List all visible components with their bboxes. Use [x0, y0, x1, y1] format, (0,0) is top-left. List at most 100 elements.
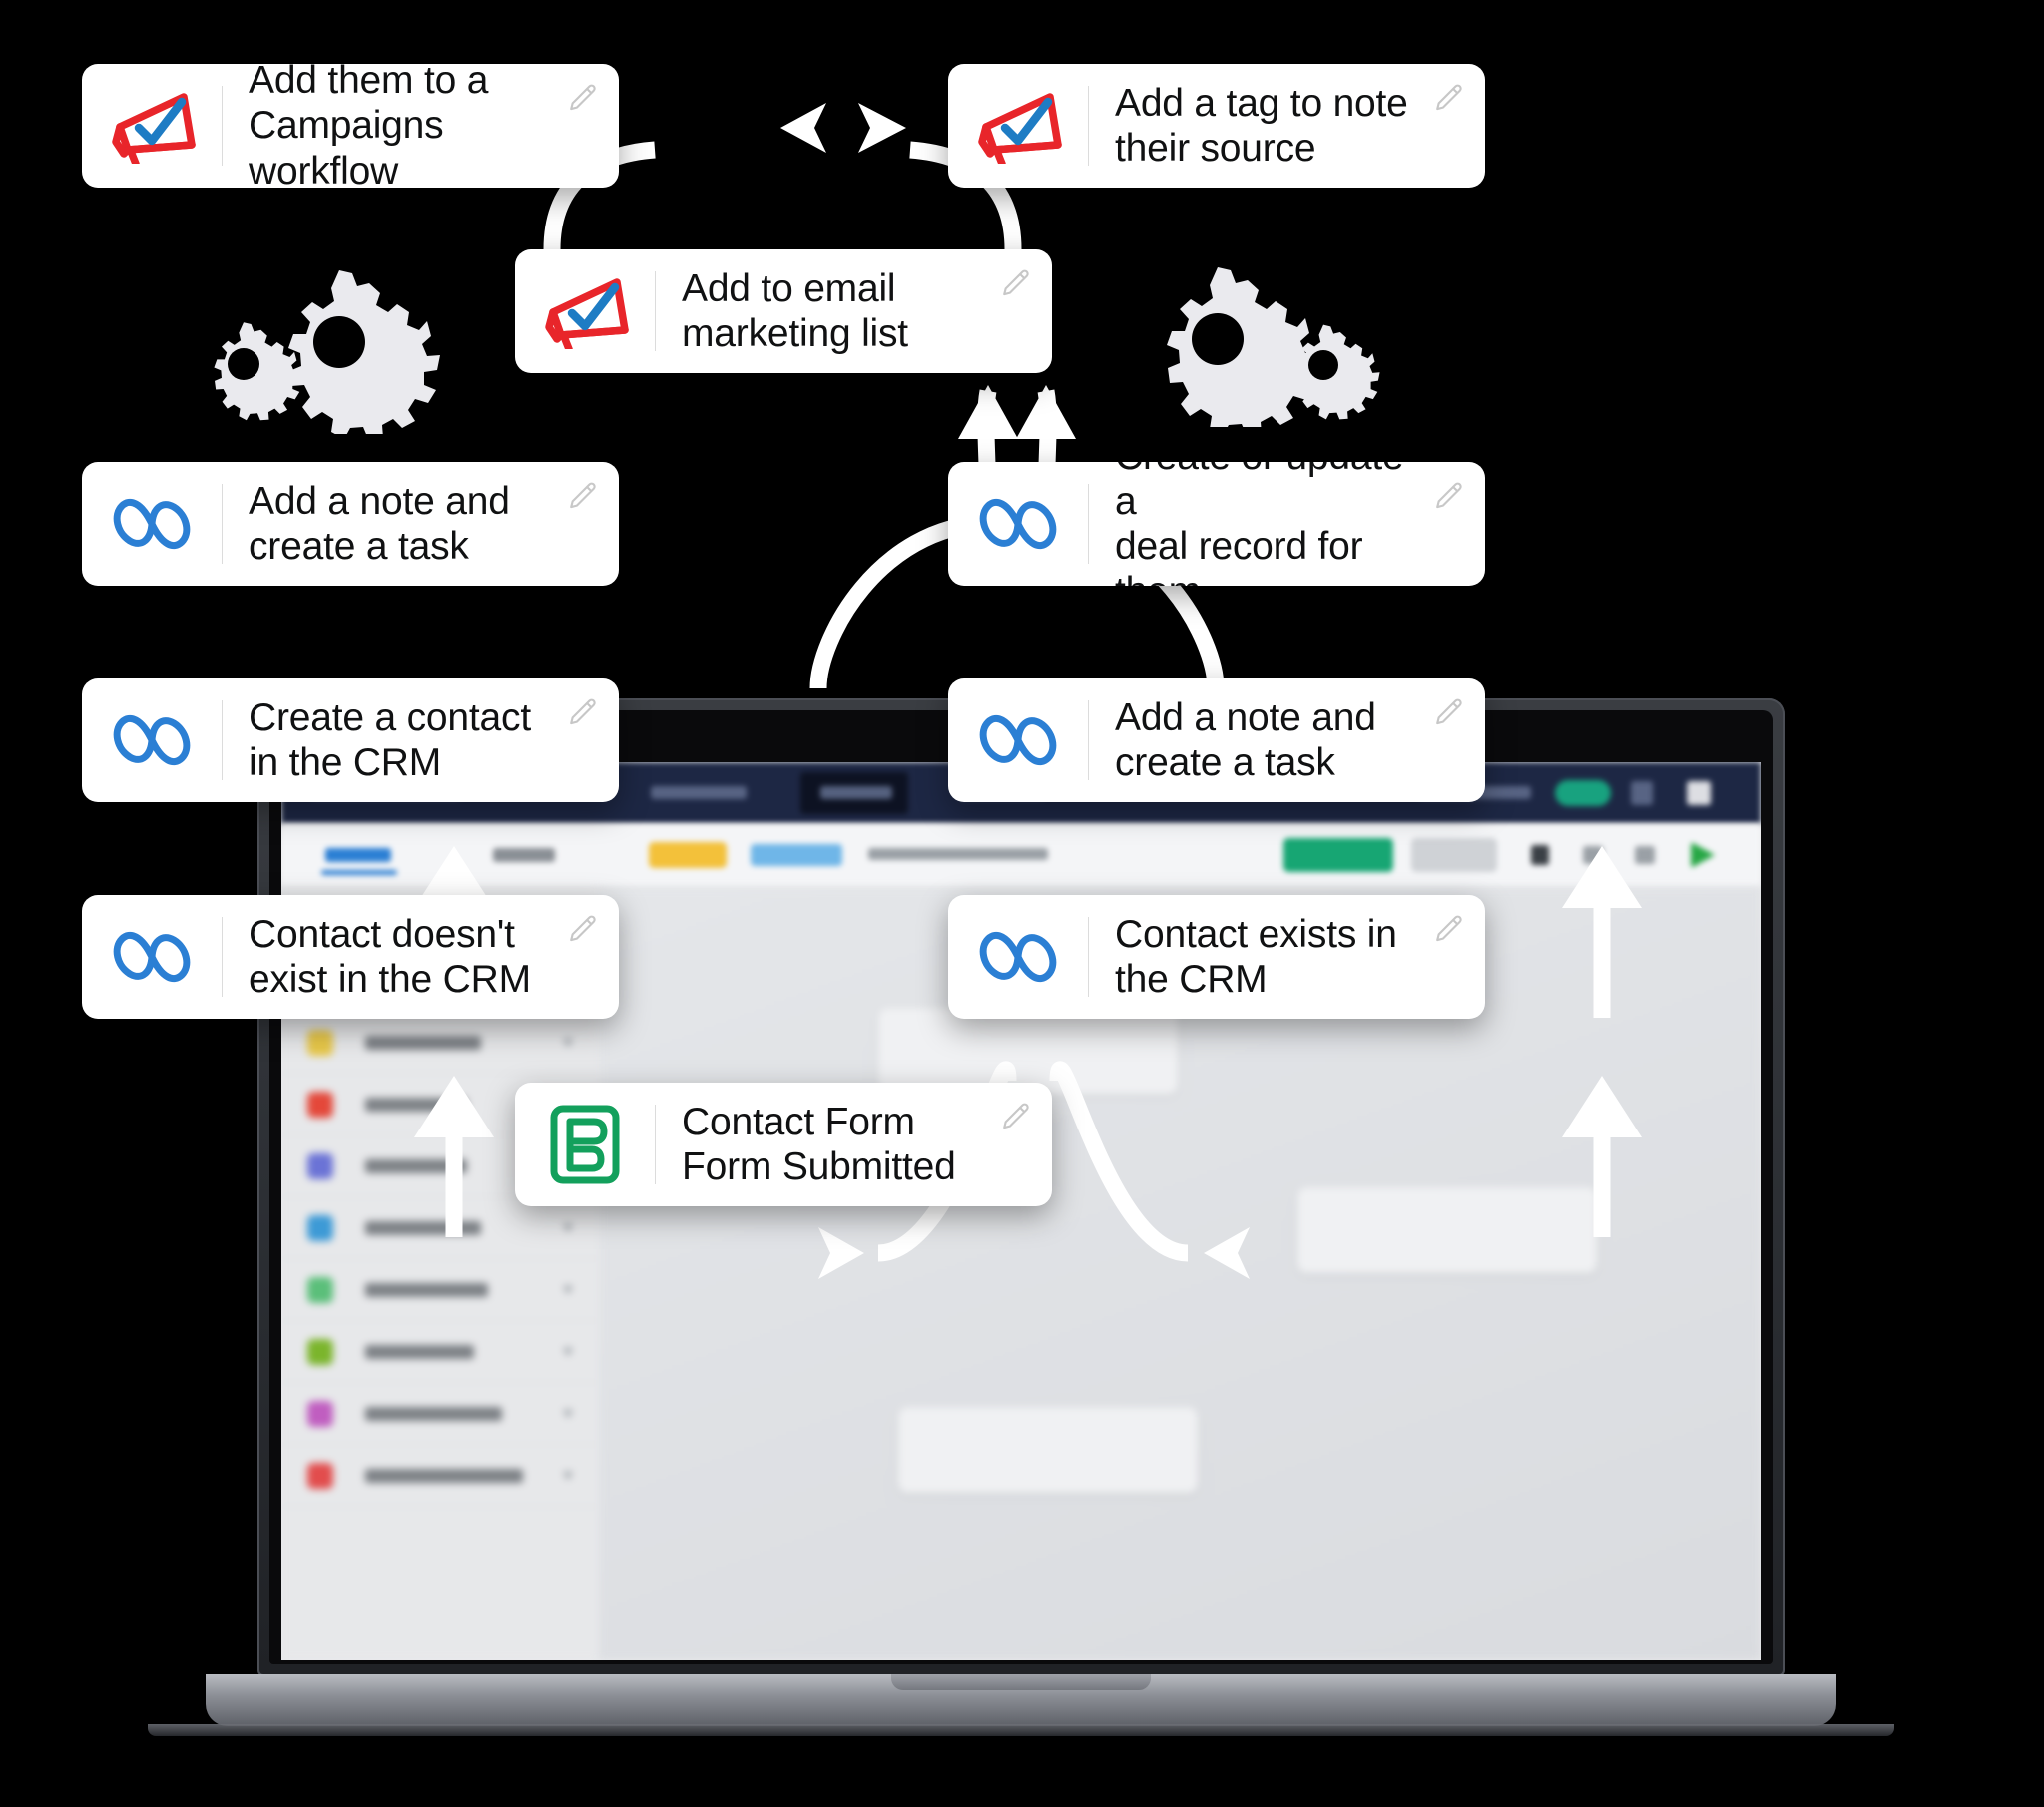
gear-icon: [1167, 267, 1318, 427]
app-sidebar-label: [365, 1469, 523, 1483]
gears-left: [214, 270, 440, 434]
flow-card-add-note-create-task-left[interactable]: Add a note and create a task: [82, 462, 619, 586]
gear-icon: [214, 322, 302, 421]
card-icon-add-note-create-task-left: [82, 462, 222, 586]
edit-pencil-icon[interactable]: [1431, 480, 1465, 514]
edit-pencil-icon[interactable]: [1431, 82, 1465, 116]
app-sidebar-label: [365, 1036, 481, 1050]
app-sidebar-label: [365, 1098, 467, 1112]
edit-pencil-icon[interactable]: [565, 480, 599, 514]
crm-link-icon: [979, 714, 1057, 766]
chevron-down-icon: [563, 1472, 573, 1480]
crm-link-icon: [979, 931, 1057, 983]
card-title-contact-form-trigger: Contact Form Form Submitted: [682, 1100, 956, 1188]
crm-link-icon: [113, 714, 191, 766]
crm-link-icon: [113, 931, 191, 983]
app-sidebar-label: [365, 1345, 474, 1359]
card-divider: [655, 271, 656, 351]
app-sidebar-item: [281, 1197, 599, 1259]
card-divider: [655, 1105, 656, 1184]
edit-pencil-icon[interactable]: [1431, 696, 1465, 730]
app-sidebar-label: [365, 1221, 481, 1235]
app-sidebar-icon: [307, 1030, 333, 1056]
megaphone-check-icon: [978, 93, 1062, 164]
flow-card-contact-exists[interactable]: Contact exists in the CRM: [948, 895, 1485, 1019]
arrowhead-email-a: [958, 385, 1018, 439]
app-sidebar-item: [281, 1383, 599, 1445]
flow-card-add-note-create-task-right[interactable]: Add a note and create a task: [948, 678, 1485, 802]
card-divider: [222, 484, 223, 564]
app-sidebar-item: [281, 1135, 599, 1197]
app-toolbar: [281, 824, 1761, 888]
card-icon-create-contact-in-crm: [82, 678, 222, 802]
flow-card-add-to-email-marketing-list[interactable]: Add to email marketing list: [515, 249, 1052, 373]
card-icon-add-to-campaigns-workflow: [82, 64, 222, 188]
chevron-down-icon: [563, 1286, 573, 1294]
chevron-down-icon: [563, 1039, 573, 1047]
card-divider: [1088, 484, 1089, 564]
card-icon-add-to-email-marketing-list: [515, 249, 655, 373]
app-sidebar-item: [281, 1321, 599, 1383]
card-icon-add-note-create-task-right: [948, 678, 1088, 802]
arrowhead-to-tag-card: [858, 103, 906, 153]
crm-link-icon: [979, 498, 1057, 550]
edit-pencil-icon[interactable]: [998, 1101, 1032, 1134]
card-icon-add-tag-source: [948, 64, 1088, 188]
app-sidebar-icon: [307, 1153, 333, 1179]
card-title-contact-doesnt-exist: Contact doesn't exist in the CRM: [249, 912, 531, 1001]
gear-icon: [288, 270, 440, 434]
card-title-add-to-campaigns-workflow: Add them to a Campaigns workflow: [249, 64, 489, 188]
card-divider: [222, 700, 223, 780]
laptop-mockup: [148, 698, 1894, 1766]
card-title-add-note-create-task-right: Add a note and create a task: [1115, 695, 1376, 784]
edit-pencil-icon[interactable]: [565, 913, 599, 947]
app-sidebar-item: [281, 1445, 599, 1507]
card-divider: [1088, 86, 1089, 166]
flow-card-add-to-campaigns-workflow[interactable]: Add them to a Campaigns workflow: [82, 64, 619, 188]
card-icon-contact-exists: [948, 895, 1088, 1019]
app-sidebar-label: [365, 1159, 467, 1173]
card-title-contact-exists: Contact exists in the CRM: [1115, 912, 1397, 1001]
flow-card-contact-doesnt-exist[interactable]: Contact doesn't exist in the CRM: [82, 895, 619, 1019]
edit-pencil-icon[interactable]: [998, 267, 1032, 301]
flow-card-contact-form-trigger[interactable]: Contact Form Form Submitted: [515, 1083, 1052, 1206]
flow-card-create-or-update-deal[interactable]: Create or update a deal record for them: [948, 462, 1485, 586]
card-divider: [1088, 700, 1089, 780]
card-divider: [222, 86, 223, 166]
form-icon: [550, 1105, 620, 1184]
app-sidebar-icon: [307, 1277, 333, 1303]
card-divider: [1088, 917, 1089, 997]
megaphone-check-icon: [545, 278, 629, 349]
edit-pencil-icon[interactable]: [565, 696, 599, 730]
app-sidebar-icon: [307, 1463, 333, 1489]
app-sidebar-item: [281, 1012, 599, 1074]
app-sidebar-icon: [307, 1339, 333, 1365]
edit-pencil-icon[interactable]: [565, 82, 599, 116]
arrowhead-email-b: [1016, 385, 1076, 439]
card-title-create-contact-in-crm: Create a contact in the CRM: [249, 695, 531, 784]
card-icon-contact-form-trigger: [515, 1083, 655, 1206]
card-title-create-or-update-deal: Create or update a deal record for them: [1115, 462, 1404, 586]
app-sidebar-icon: [307, 1215, 333, 1241]
chevron-down-icon: [563, 1224, 573, 1232]
app-sidebar-item: [281, 1259, 599, 1321]
app-sidebar-icon: [307, 1092, 333, 1118]
card-title-add-tag-source: Add a tag to note their source: [1115, 81, 1408, 170]
flow-card-create-contact-in-crm[interactable]: Create a contact in the CRM: [82, 678, 619, 802]
app-sidebar-label: [365, 1407, 502, 1421]
chevron-down-icon: [563, 1410, 573, 1418]
flow-card-add-tag-source[interactable]: Add a tag to note their source: [948, 64, 1485, 188]
chevron-down-icon: [563, 1348, 573, 1356]
arrowhead-to-workflow-card: [780, 103, 826, 153]
edit-pencil-icon[interactable]: [1431, 913, 1465, 947]
card-title-add-note-create-task-left: Add a note and create a task: [249, 479, 510, 568]
card-icon-contact-doesnt-exist: [82, 895, 222, 1019]
card-icon-create-or-update-deal: [948, 462, 1088, 586]
card-title-add-to-email-marketing-list: Add to email marketing list: [682, 266, 908, 355]
gear-icon: [1294, 324, 1380, 420]
crm-link-icon: [113, 498, 191, 550]
app-sidebar-label: [365, 1283, 488, 1297]
gears-right: [1167, 267, 1380, 427]
megaphone-check-icon: [112, 93, 196, 164]
